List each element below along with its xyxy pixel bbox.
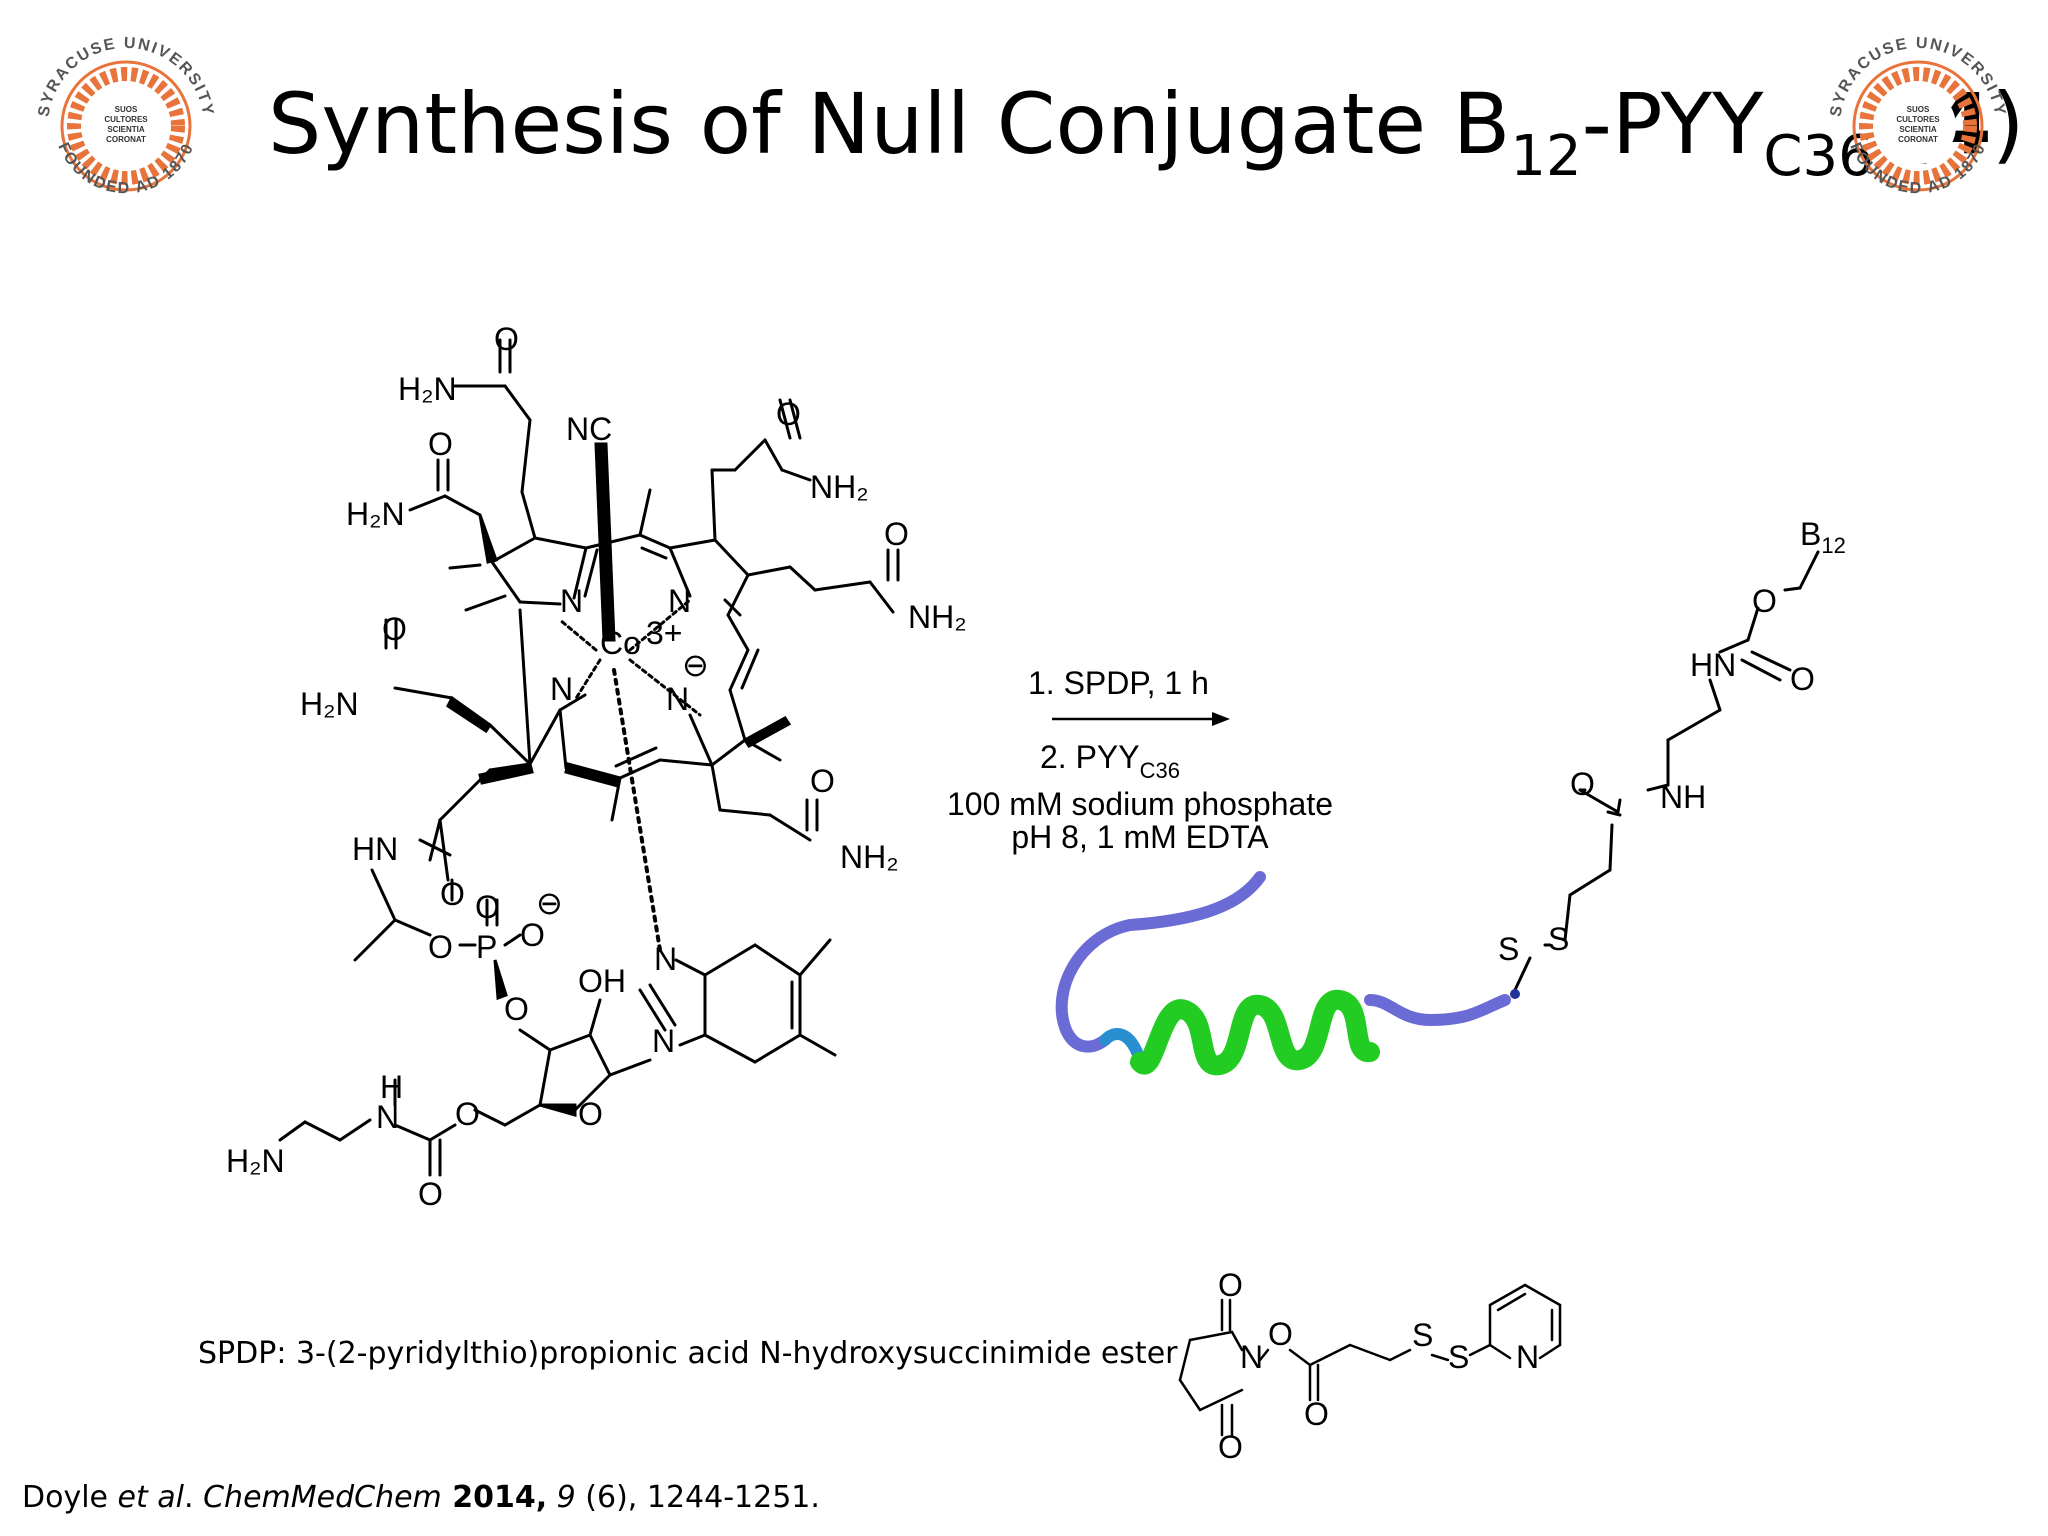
atom-label: O (776, 396, 801, 432)
arrow-head-icon (1212, 712, 1230, 726)
atom-label: O (884, 516, 909, 552)
atom-label: O (428, 929, 453, 965)
condition-ph: pH 8, 1 mM EDTA (1011, 819, 1269, 855)
atom-label: O (455, 1096, 480, 1132)
product-linker (1513, 550, 1820, 992)
atom-label: HN (1690, 647, 1736, 683)
atom-label: S (1448, 1339, 1469, 1375)
peptide-ribbon-icon (1055, 871, 1520, 1076)
atom-label: N (550, 671, 573, 707)
seal-motto-1: SUOS (115, 105, 138, 114)
atom-label: O (428, 426, 453, 462)
atom-label: H (380, 1069, 403, 1105)
product-atom-labels: B12 O HN O O NH S S (1498, 516, 1846, 967)
atom-label: N (668, 583, 691, 619)
atom-label: B12 (1800, 516, 1846, 558)
atom-label: ⊖ (682, 647, 709, 683)
laurel-wreath-icon (67, 67, 185, 185)
condition-buffer: 100 mM sodium phosphate (947, 786, 1333, 822)
reaction-conditions: 1. SPDP, 1 h 2. PYYC36 100 mM sodium pho… (947, 665, 1333, 855)
seal-motto-3: SCIENTIA (107, 125, 145, 134)
atom-label: H₂N (398, 371, 457, 407)
cysteine-atom-icon (1510, 989, 1520, 999)
atom-label: O (1218, 1267, 1243, 1303)
atom-label: N (560, 583, 583, 619)
atom-label: S (1548, 921, 1569, 957)
atom-label: O (494, 321, 519, 357)
spdp-atom-labels: O N O O O S S N (1218, 1267, 1539, 1465)
atom-label: N (666, 681, 689, 717)
atom-label: OH (578, 963, 626, 999)
atom-label: O (1218, 1429, 1243, 1465)
atom-label: O (382, 611, 407, 647)
atom-label: HN (352, 831, 398, 867)
atom-label: O (418, 1176, 443, 1212)
university-seal-right: SYRACUSE UNIVERSITY FOUNDED AD 1870 SUOS… (1827, 35, 2006, 198)
title-sub-12: 12 (1510, 124, 1582, 189)
atom-label: O (578, 1096, 603, 1132)
atom-label: N (376, 1099, 399, 1135)
atom-label: N (652, 1023, 675, 1059)
atom-label: 3+ (646, 615, 682, 651)
seal-motto-2: CULTORES (104, 115, 148, 124)
atom-label: NC (566, 411, 612, 447)
atom-label: O (1268, 1316, 1293, 1352)
seal-motto-1: SUOS (1907, 105, 1930, 114)
atom-label: NH₂ (840, 839, 899, 875)
laurel-wreath-icon (1859, 67, 1977, 185)
atom-label: N (1516, 1339, 1539, 1375)
atom-label: ⊖ (536, 885, 563, 921)
atom-label: O (440, 876, 465, 912)
atom-label: O (810, 763, 835, 799)
atom-label: O (1790, 661, 1815, 697)
atom-label: O (504, 991, 529, 1027)
seal-motto-4: CORONAT (106, 135, 146, 144)
condition-step-2: 2. PYYC36 (1040, 739, 1180, 783)
b12-atom-labels: H₂N O NC O NH₂ O H₂N O NH₂ N N Co 3+ O H… (226, 321, 967, 1212)
atom-label: P (476, 929, 497, 965)
atom-label: Co (600, 625, 641, 661)
atom-label: H₂N (346, 496, 405, 532)
atom-label: O (475, 889, 500, 925)
university-seal-left: SYRACUSE UNIVERSITY FOUNDED AD 1870 SUOS… (35, 35, 214, 198)
title-main: Synthesis of Null Conjugate B (268, 75, 1511, 173)
atom-label: O (1304, 1396, 1329, 1432)
spdp-caption: SPDP: 3-(2-pyridylthio)propionic acid N-… (198, 1336, 1178, 1371)
atom-label: H₂N (300, 686, 359, 722)
spdp-structure (1178, 1283, 1562, 1437)
atom-label: N (654, 941, 677, 977)
seal-motto-3: SCIENTIA (1899, 125, 1937, 134)
title-mid: -PYY (1581, 75, 1764, 173)
atom-label: O (520, 917, 545, 953)
atom-label: O (1570, 766, 1595, 802)
atom-label: O (1752, 583, 1777, 619)
seal-motto-2: CULTORES (1896, 115, 1940, 124)
citation: Doyle et al. ChemMedChem 2014, 9 (6), 12… (22, 1480, 820, 1515)
atom-label: NH₂ (810, 469, 869, 505)
b12-structure (278, 338, 900, 1177)
seal-motto-4: CORONAT (1898, 135, 1938, 144)
atom-label: N (1240, 1339, 1263, 1375)
atom-label: H₂N (226, 1143, 285, 1179)
condition-step-1: 1. SPDP, 1 h (1028, 665, 1209, 701)
atom-label: S (1498, 931, 1519, 967)
atom-label: NH₂ (908, 599, 967, 635)
atom-label: S (1412, 1317, 1433, 1353)
atom-label: NH (1660, 779, 1706, 815)
